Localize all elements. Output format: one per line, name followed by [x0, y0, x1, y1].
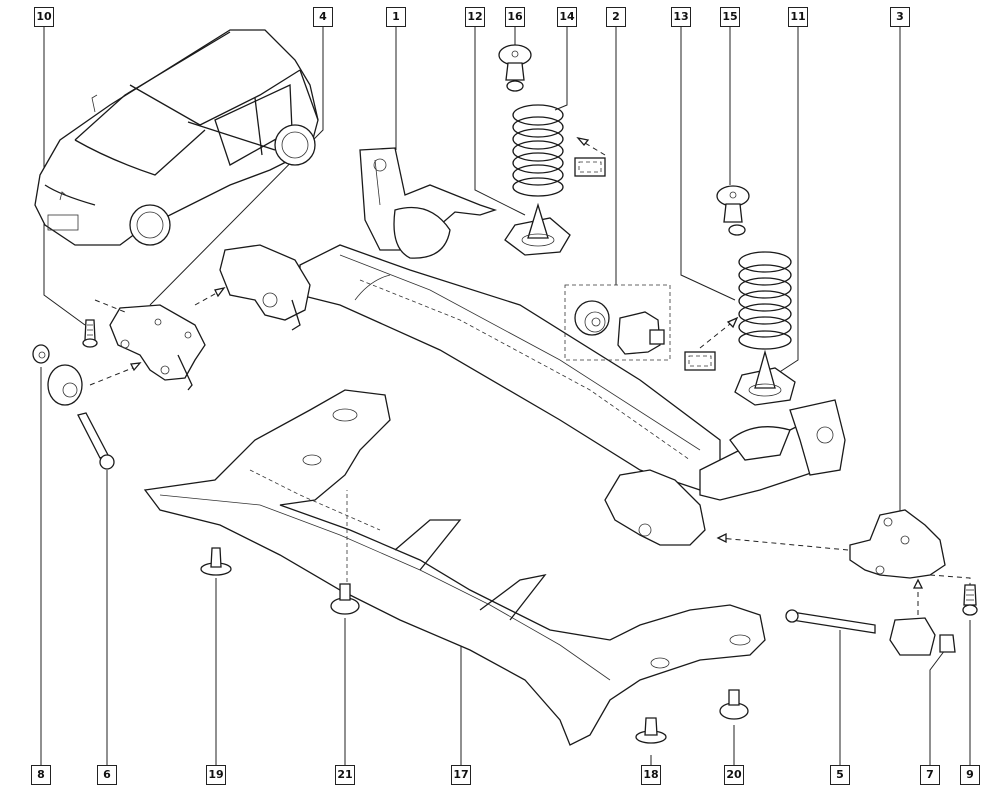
right-mounting-bracket	[716, 509, 946, 579]
underbody-shield	[143, 389, 766, 746]
nut-left	[32, 344, 50, 364]
spring-marking-right	[684, 316, 739, 371]
callout-15: 15	[720, 7, 740, 27]
callout-14: 14	[557, 7, 577, 27]
bushing-left	[47, 364, 83, 406]
callout-2: 2	[606, 7, 626, 27]
callout-19: 19	[206, 765, 226, 785]
callout-20: 20	[724, 765, 744, 785]
spring-seat-right	[716, 185, 750, 236]
clip-fastener-18	[635, 717, 667, 744]
leader-4	[149, 27, 324, 306]
coil-spring-right	[738, 251, 792, 350]
callout-21: 21	[335, 765, 355, 785]
callout-13: 13	[671, 7, 691, 27]
callout-12: 12	[465, 7, 485, 27]
leader-7	[929, 649, 946, 765]
callout-4: 4	[313, 7, 333, 27]
rear-axle-beam	[219, 147, 846, 546]
callout-1: 1	[386, 7, 406, 27]
bump-stop-left	[504, 202, 571, 256]
callout-7: 7	[920, 765, 940, 785]
bump-stop-right	[734, 349, 796, 406]
callout-18: 18	[641, 765, 661, 785]
nut-right	[939, 634, 956, 653]
coil-spring-left	[512, 104, 564, 197]
screw-left	[82, 319, 98, 348]
callout-8: 8	[31, 765, 51, 785]
leader-11	[774, 27, 799, 376]
screw-right	[929, 574, 978, 616]
leader-12	[474, 27, 526, 216]
bolt-fastener-20	[719, 689, 749, 720]
callout-5: 5	[830, 765, 850, 785]
callout-6: 6	[97, 765, 117, 785]
pivot-bolt-right	[785, 609, 876, 634]
clip-fastener-19	[200, 547, 232, 576]
callout-3: 3	[890, 7, 910, 27]
left-mounting-bracket	[94, 299, 206, 391]
callout-17: 17	[451, 765, 471, 785]
bolt-fastener-21	[330, 490, 360, 615]
bushing-kit	[564, 284, 671, 361]
spring-marking-left	[574, 136, 606, 177]
leader-10	[43, 27, 86, 326]
callout-11: 11	[788, 7, 808, 27]
pivot-bolt-left	[77, 286, 226, 470]
leader-lines	[40, 27, 971, 765]
leader-13	[680, 27, 736, 301]
bushing-right	[889, 578, 936, 656]
callout-16: 16	[505, 7, 525, 27]
callout-9: 9	[960, 765, 980, 785]
vehicle-location-icon	[34, 29, 319, 246]
leader-14	[554, 27, 568, 111]
spring-seat-left	[498, 44, 532, 92]
callout-10: 10	[34, 7, 54, 27]
